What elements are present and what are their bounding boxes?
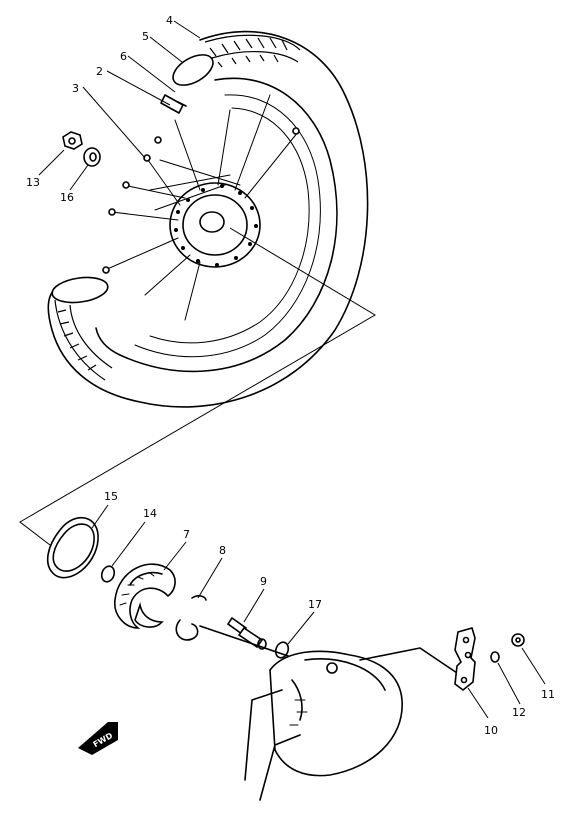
callout-17: 17 (308, 598, 322, 611)
axle-nut (62, 131, 83, 150)
callout-7: 7 (183, 528, 190, 541)
callout-9: 9 (260, 575, 267, 588)
callout-2: 2 (96, 65, 103, 78)
callout-4: 4 (166, 14, 173, 27)
brake-panel (199, 625, 461, 801)
callout-11: 11 (541, 688, 555, 701)
callout-3: 3 (72, 82, 79, 95)
cam-lever (454, 627, 476, 692)
callout-15: 15 (104, 490, 118, 503)
axle-washer (83, 147, 101, 167)
callout-10: 10 (484, 724, 498, 737)
direction-arrow-badge: FWD (78, 722, 118, 755)
hub (169, 182, 261, 268)
brake-shoe (114, 563, 176, 629)
callout-13: 13 (26, 176, 40, 189)
callout-8: 8 (219, 544, 226, 557)
return-spring (175, 595, 207, 641)
callout-labels: 4 5 6 2 3 13 16 15 14 7 8 9 17 10 12 11 (26, 14, 555, 737)
o-ring (46, 516, 99, 579)
callout-6: 6 (120, 50, 127, 63)
tire (47, 30, 369, 408)
spoke-nipples (102, 127, 300, 274)
valve-parts (160, 94, 187, 114)
callout-16: 16 (60, 191, 74, 204)
lever-bolt (511, 633, 525, 647)
spokes (104, 94, 299, 321)
lever-washer (490, 651, 500, 663)
camshaft-washer (274, 641, 290, 659)
callout-5: 5 (142, 30, 149, 43)
brake-camshaft (226, 616, 267, 650)
oil-seal (100, 565, 116, 583)
callout-12: 12 (512, 706, 526, 719)
callout-14: 14 (143, 507, 157, 520)
leader-lines (38, 20, 546, 719)
